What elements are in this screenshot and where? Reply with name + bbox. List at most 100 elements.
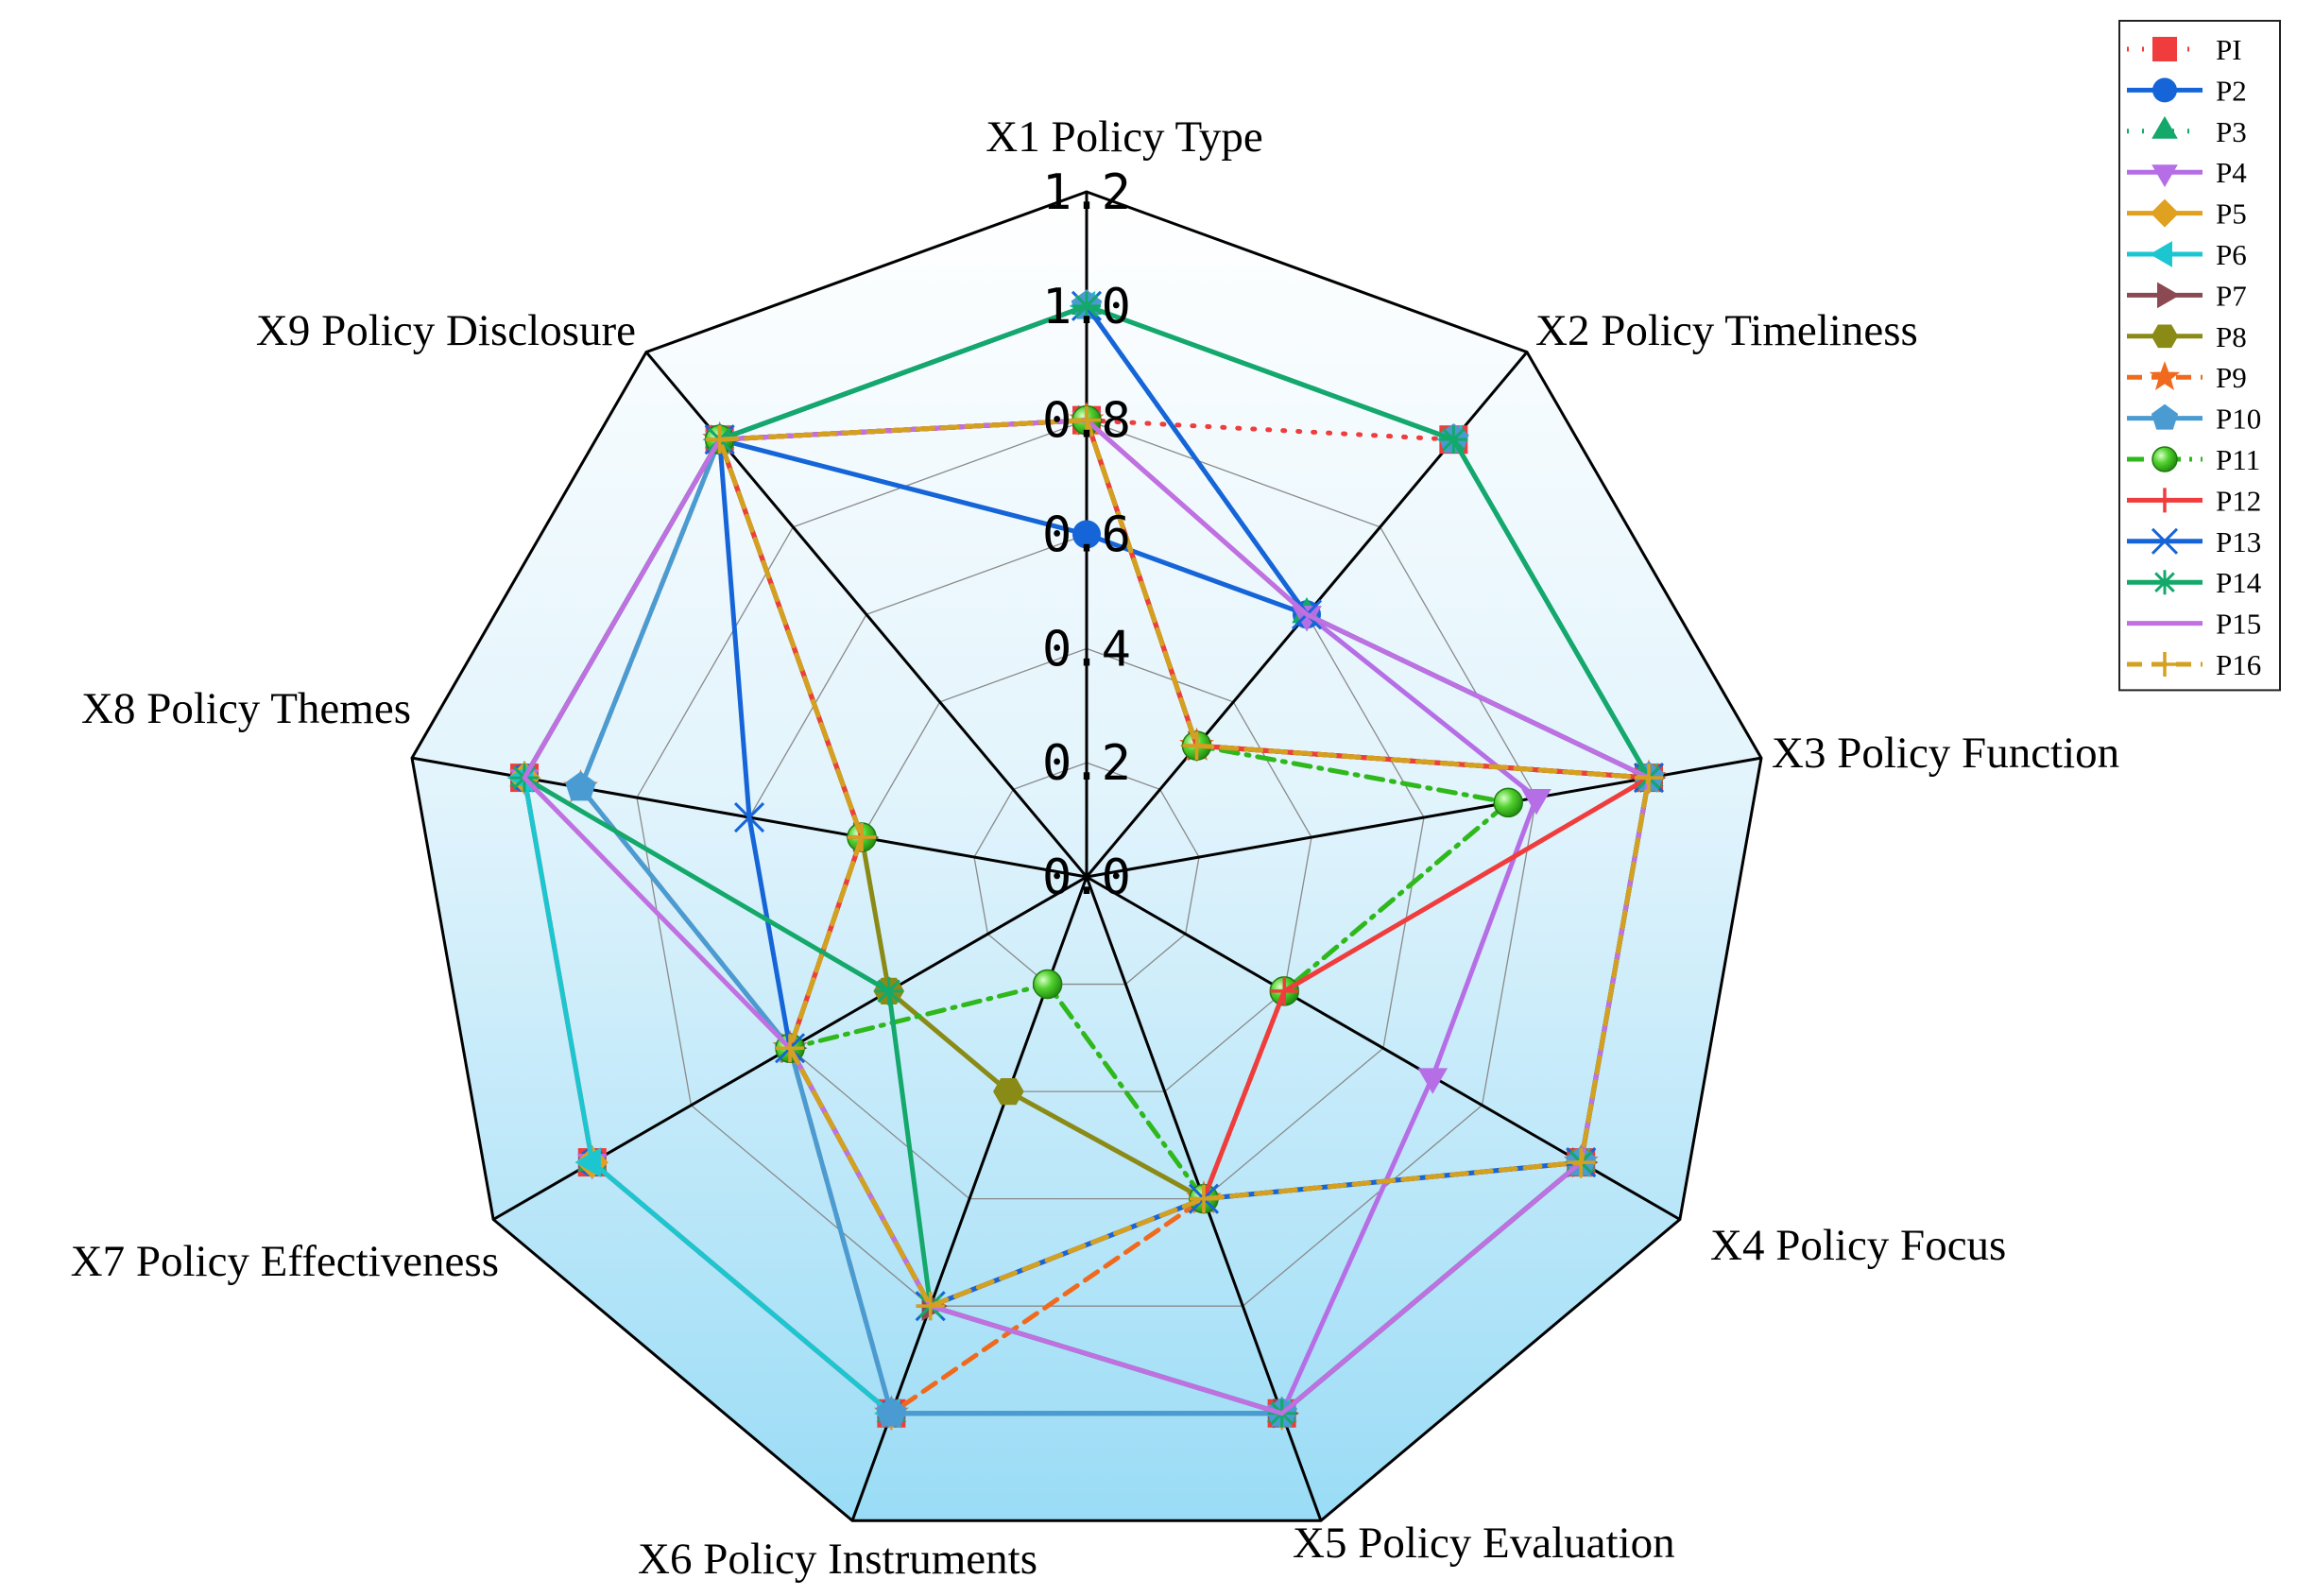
grid-ring [973, 762, 1200, 986]
data-point-marker [1072, 520, 1101, 549]
data-point-marker [848, 823, 877, 852]
data-point-marker [2151, 527, 2179, 555]
legend-label: P4 [2216, 156, 2247, 189]
data-point-marker [2152, 37, 2177, 61]
tick-label: 1.0 [1042, 279, 1131, 335]
legend-item-p12: P12 [2127, 484, 2261, 517]
legend-item-p7: P7 [2127, 279, 2247, 312]
legend-item-p14: P14 [2127, 566, 2262, 599]
data-point-marker [2151, 164, 2178, 188]
tick-label: 0.2 [1042, 735, 1131, 792]
radial-tick-labels: 0.0 0.2 0.4 0.6 0.8 1.0 1.2 [1042, 164, 1131, 906]
data-point-marker [776, 1034, 805, 1063]
data-point-marker [876, 1397, 907, 1427]
legend-item-p10: P10 [2127, 403, 2261, 436]
data-point-marker [2150, 198, 2180, 228]
legend-label: PI [2216, 33, 2242, 66]
legend-label: P3 [2216, 115, 2247, 148]
data-point-marker [705, 425, 734, 455]
axis-label-x6: X6 Policy Instruments [638, 1535, 1037, 1584]
data-point-marker [1032, 969, 1063, 1000]
data-point-marker [2151, 446, 2178, 472]
grid-ring [861, 647, 1312, 1092]
legend-label: P14 [2216, 566, 2262, 599]
legend-label: P13 [2216, 525, 2261, 558]
axis-label-x8: X8 Policy Themes [81, 684, 411, 733]
legend-item-pi: PI [2127, 33, 2242, 66]
legend-label: P8 [2216, 320, 2247, 353]
legend-item-p3: P3 [2127, 115, 2247, 148]
tick-label: 0.8 [1042, 393, 1131, 450]
data-point-marker [574, 1147, 601, 1177]
axis-label-x2: X2 Policy Timeliness [1535, 306, 1918, 355]
data-point-marker [2151, 324, 2179, 349]
legend-label: P11 [2216, 443, 2260, 476]
legend-label: P6 [2216, 238, 2247, 271]
legend-item-p8: P8 [2127, 320, 2247, 353]
data-point-marker [993, 1077, 1024, 1106]
axis-label-x5: X5 Policy Evaluation [1293, 1519, 1675, 1568]
data-point-marker [1189, 1184, 1218, 1213]
grid-ring [636, 419, 1537, 1307]
legend-label: P5 [2216, 197, 2247, 231]
tick-label: 1.2 [1042, 164, 1131, 221]
legend-item-p6: P6 [2127, 238, 2247, 271]
data-point-marker [1493, 787, 1523, 818]
legend-box [2118, 20, 2281, 692]
data-point-marker [1521, 788, 1551, 815]
legend-item-p5: P5 [2127, 197, 2247, 231]
data-point-marker [1567, 1148, 1596, 1177]
data-point-marker [2157, 282, 2180, 309]
legend-item-p13: P13 [2127, 525, 2261, 558]
legend-label: P2 [2216, 74, 2247, 107]
series-line [522, 418, 1652, 1416]
legend-item-p15: P15 [2127, 608, 2261, 641]
series-layer [506, 288, 1667, 1431]
legend-label: P7 [2216, 279, 2247, 312]
series-line [717, 418, 1652, 1309]
axis-label-x1: X1 Policy Type [986, 112, 1263, 162]
legend-label: P15 [2216, 608, 2261, 641]
data-point-marker [1072, 405, 1101, 435]
data-point-marker [874, 976, 903, 1005]
axis-label-x3: X3 Policy Function [1772, 729, 2119, 778]
data-point-marker [2151, 403, 2179, 430]
data-point-marker [1270, 976, 1299, 1005]
legend-item-p11: P11 [2127, 443, 2260, 476]
data-point-marker [916, 1292, 945, 1321]
grid-ring [748, 533, 1425, 1200]
legend-label: P16 [2216, 648, 2261, 681]
legend-label: P12 [2216, 484, 2261, 517]
axis-label-x9: X9 Policy Disclosure [256, 306, 636, 355]
axis-label-x7: X7 Policy Effectiveness [71, 1237, 499, 1286]
data-point-marker [1439, 425, 1468, 455]
data-point-marker [2152, 488, 2177, 513]
legend-item-p2: P2 [2127, 74, 2247, 107]
series-p16 [705, 405, 1663, 1321]
legend-label: P10 [2216, 403, 2261, 436]
tick-label: 0.6 [1042, 507, 1131, 564]
data-point-marker [2149, 361, 2181, 390]
data-point-marker [1182, 731, 1211, 761]
legend-label: P9 [2216, 361, 2247, 394]
data-point-marker [733, 801, 765, 833]
data-point-marker [2150, 241, 2172, 267]
legend-item-p16: P16 [2127, 648, 2261, 681]
data-point-marker [2152, 77, 2177, 103]
axis-label-x4: X4 Policy Focus [1710, 1221, 2006, 1270]
data-point-marker [1634, 764, 1663, 793]
data-point-marker [2152, 570, 2177, 595]
data-point-marker [1417, 1068, 1448, 1094]
axis-labels: X1 Policy Type X2 Policy Timeliness X3 Pol… [71, 112, 2120, 1584]
series-p15 [522, 418, 1652, 1416]
data-point-marker [2152, 652, 2177, 677]
legend-item-p4: P4 [2127, 156, 2247, 189]
legend-item-p9: P9 [2127, 361, 2247, 394]
tick-label: 0.0 [1042, 849, 1131, 906]
data-point-marker [1072, 291, 1101, 320]
data-point-marker [2151, 115, 2178, 139]
data-point-marker [565, 771, 596, 801]
tick-label: 0.4 [1042, 621, 1131, 678]
